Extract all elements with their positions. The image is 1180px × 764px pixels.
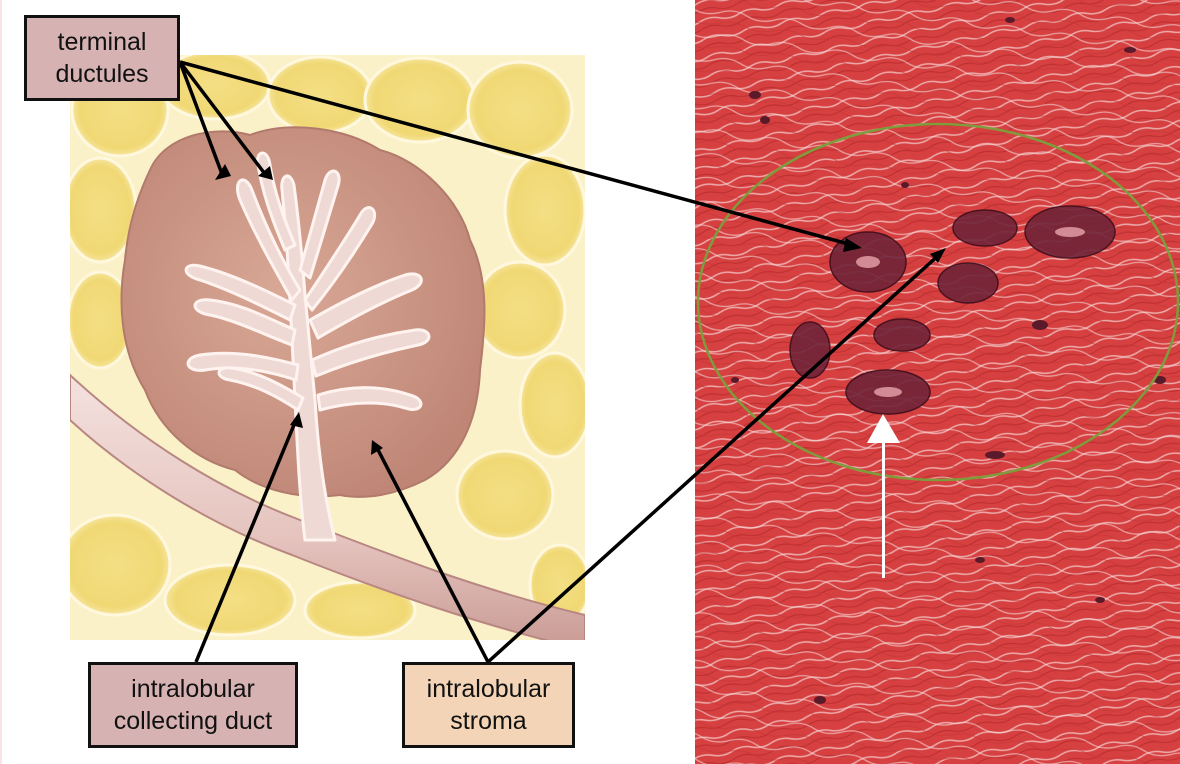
label-terminal-ductules-text: terminal ductules (55, 28, 149, 88)
lobule-illustration (70, 55, 585, 640)
leader-stroma-illustration (374, 445, 490, 663)
label-intralobular-collecting-duct-text: intralobular collecting duct (113, 675, 273, 735)
label-intralobular-collecting-duct: intralobular collecting duct (88, 662, 298, 748)
stromal-nuclei (731, 17, 1166, 704)
white-up-arrow-icon (867, 414, 900, 578)
label-terminal-ductules: terminal ductules (24, 15, 180, 101)
lobule-outline-oval (696, 122, 1180, 482)
label-intralobular-stroma-text: intralobular stroma (426, 675, 551, 735)
label-intralobular-stroma: intralobular stroma (402, 662, 575, 748)
leader-collecting-duct (194, 419, 298, 663)
ductule-tree (184, 151, 431, 542)
acini-lumens (856, 227, 1085, 397)
leader-terminal-to-histology (179, 60, 857, 248)
leader-lines (178, 60, 946, 664)
adipose-cells (70, 55, 585, 640)
leader-terminal-to-ductule-1 (178, 61, 224, 175)
main-duct-tube (70, 373, 585, 640)
leader-terminal-to-ductule-2 (178, 60, 267, 176)
histology-micrograph (695, 0, 1180, 764)
leader-stroma-histology (486, 252, 942, 664)
